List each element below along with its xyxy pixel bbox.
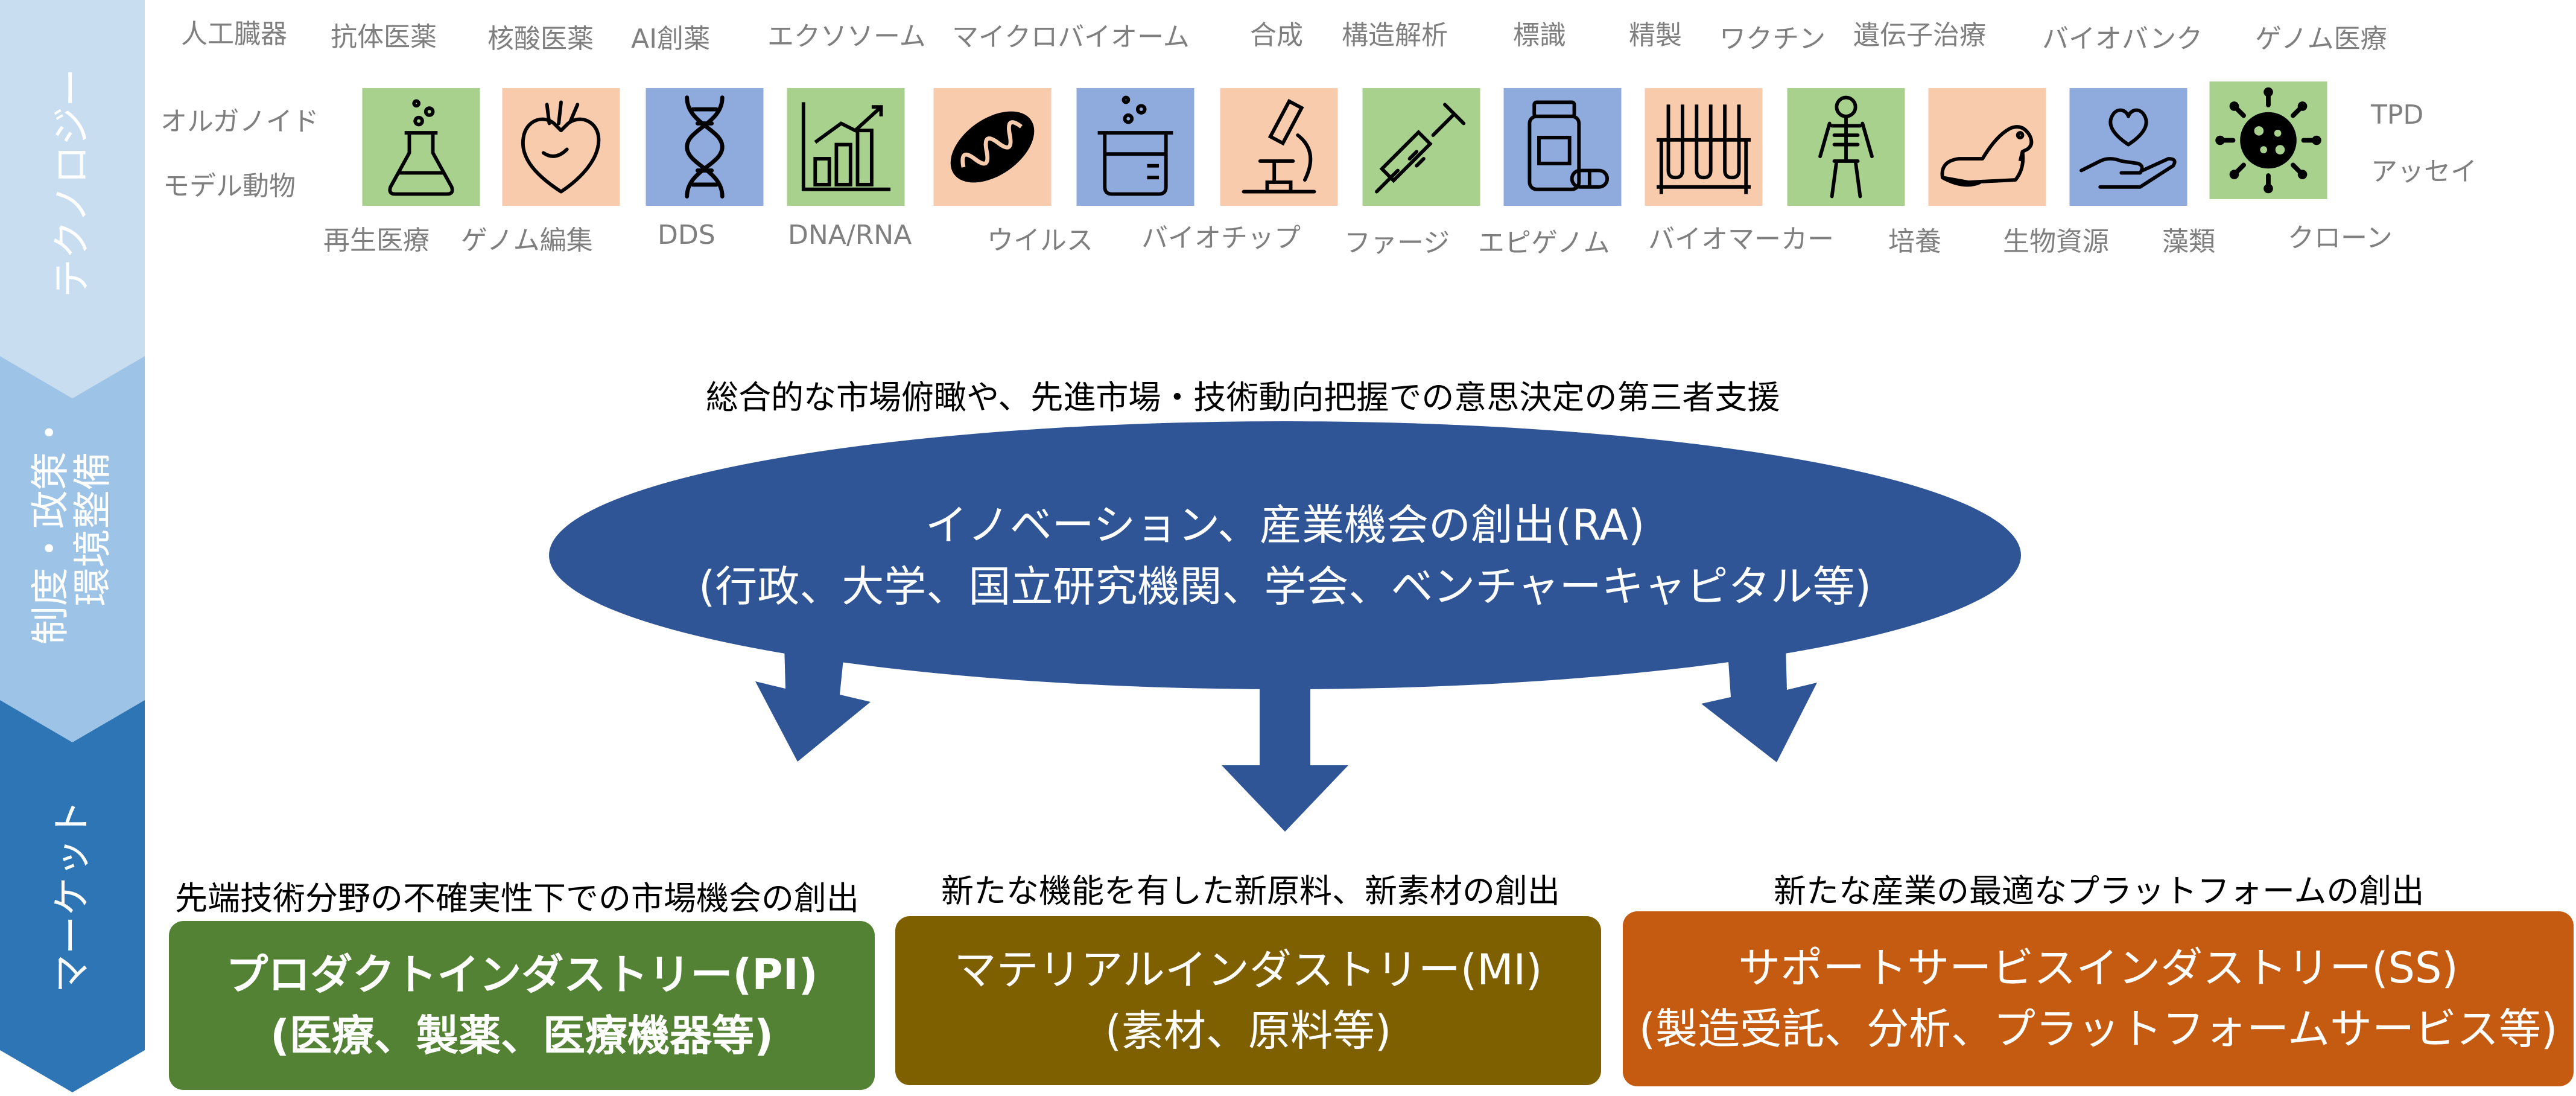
flask-icon — [361, 88, 481, 206]
tech-label: 遺伝子治療 — [1853, 20, 1986, 51]
tech-label: エピゲノム — [1478, 228, 1610, 258]
innovation-ellipse — [549, 421, 2021, 689]
test-tubes-icon — [1643, 88, 1764, 206]
band-technology — [0, 0, 145, 398]
tech-label: クローン — [2288, 223, 2393, 253]
beaker-icon — [1075, 88, 1196, 206]
ss-caption: 新たな産業の最適なプラットフォームの創出 — [1774, 872, 2425, 910]
support-heading: 総合的な市場俯瞰や、先進市場・技術動向把握での意思決定の第三者支援 — [706, 378, 1780, 416]
microscope-icon — [1219, 88, 1339, 206]
mitochondria-icon — [932, 88, 1053, 206]
band-market — [0, 700, 145, 1092]
tech-label: 精製 — [1629, 20, 1682, 51]
tech-label: バイオチップ — [1141, 223, 1301, 253]
box-line2: (医療、製薬、医療機器等) — [270, 1011, 773, 1060]
support-service-industry-box: サポートサービスインダストリー(SS) (製造受託、分析、プラットフォームサービ… — [1623, 911, 2574, 1086]
tech-label: AI創薬 — [631, 24, 711, 54]
tech-label: ワクチン — [1719, 24, 1826, 54]
virus-icon — [2208, 81, 2329, 199]
hand-heart-icon — [2068, 88, 2189, 206]
tech-label: ゲノム編集 — [461, 225, 593, 256]
ellipse-text: イノベーション、産業機会の創出(RA) (行政、大学、国立研究機関、学会、ベンチ… — [543, 495, 2027, 617]
mi-caption: 新たな機能を有した新原料、新素材の創出 — [941, 872, 1560, 910]
sidebar-label-policy: 制度・政策・ 環境整備 — [28, 366, 116, 692]
tech-label: 藻類 — [2162, 226, 2215, 257]
heart-icon — [501, 88, 621, 206]
box-line2: (製造受託、分析、プラットフォームサービス等) — [1639, 1004, 2558, 1054]
skeleton-icon — [1786, 88, 1906, 206]
box-line1: マテリアルインダストリー(MI) — [954, 945, 1543, 995]
arrow-to-pi — [755, 645, 871, 762]
tech-label: 標識 — [1513, 20, 1566, 51]
tech-label: ファージ — [1344, 228, 1450, 258]
arrow-to-mi — [1222, 685, 1348, 832]
tech-label: 合成 — [1250, 20, 1303, 51]
tech-label: 核酸医薬 — [487, 24, 594, 54]
tech-label: エクソソーム — [767, 21, 926, 52]
sidebar-label-technology: テクノロジー — [49, 68, 95, 298]
tech-label: 培養 — [1888, 226, 1941, 257]
dna-icon — [644, 88, 765, 206]
bar-chart-icon — [785, 88, 906, 206]
tech-label: バイオマーカー — [1648, 224, 1834, 255]
tech-label: DDS — [658, 220, 715, 250]
arrow-to-ss — [1701, 647, 1817, 762]
tech-label: 生物資源 — [2003, 226, 2109, 257]
box-line2: (素材、原料等) — [1105, 1006, 1392, 1056]
syringe-icon — [1361, 88, 1482, 206]
tech-label: ウイルス — [987, 225, 1093, 256]
pi-caption: 先端技術分野の不確実性下での市場機会の創出 — [175, 879, 859, 917]
tech-label: モデル動物 — [163, 171, 296, 202]
tech-label: DNA/RNA — [788, 220, 912, 250]
tech-label: 再生医療 — [323, 225, 430, 256]
tech-label: 抗体医薬 — [331, 22, 437, 53]
tech-label: バイオバンク — [2042, 24, 2203, 54]
tech-label: 人工臓器 — [181, 19, 287, 49]
tech-label: マイクロバイオーム — [952, 22, 1190, 53]
pill-bottle-icon — [1502, 88, 1623, 206]
band-policy — [0, 356, 145, 742]
material-industry-box: マテリアルインダストリー(MI) (素材、原料等) — [895, 916, 1601, 1085]
tech-label: アッセイ — [2371, 156, 2477, 187]
tech-label: 構造解析 — [1342, 20, 1448, 51]
ellipse-line2: (行政、大学、国立研究機関、学会、ベンチャーキャピタル等) — [699, 561, 1871, 611]
tech-label: TPD — [2371, 100, 2424, 130]
tech-label: オルガノイド — [160, 106, 319, 137]
box-line1: サポートサービスインダストリー(SS) — [1738, 943, 2458, 993]
sidebar-label-policy-line1: 制度・政策・ — [28, 413, 74, 645]
box-line1: プロダクトインダストリー(PI) — [226, 949, 818, 999]
sidebar-label-market: マーケット — [49, 800, 95, 993]
sidebar-label-policy-line2: 環境整備 — [71, 451, 116, 607]
tech-label: ゲノム医療 — [2255, 24, 2387, 54]
beaver-icon — [1927, 88, 2048, 206]
product-industry-box: プロダクトインダストリー(PI) (医療、製薬、医療機器等) — [169, 921, 875, 1090]
ellipse-line1: イノベーション、産業機会の創出(RA) — [925, 500, 1645, 550]
